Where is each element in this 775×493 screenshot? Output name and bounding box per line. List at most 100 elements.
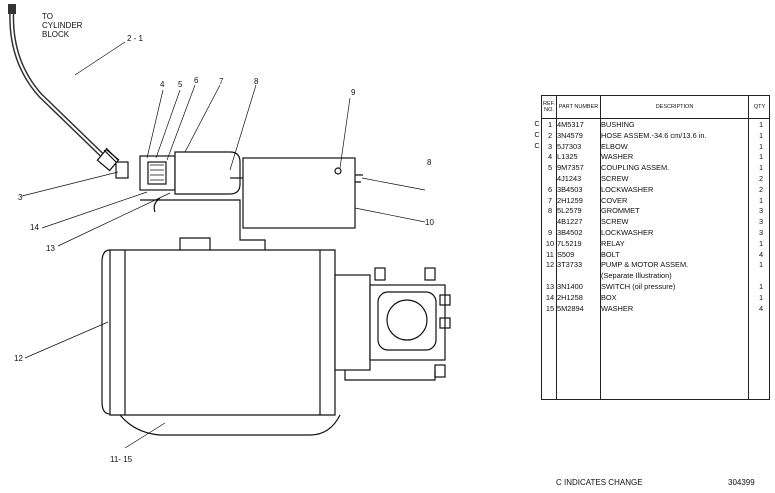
part-number: 4B1227: [557, 217, 583, 227]
description: PUMP & MOTOR ASSEM.: [601, 260, 689, 270]
part-number: 3B4503: [557, 184, 583, 194]
quantity: 1: [758, 195, 764, 205]
change-indicator: [533, 303, 541, 314]
quantity: 2: [758, 184, 764, 194]
motor: [101, 237, 341, 436]
change-indicator: C: [534, 129, 540, 139]
description: SCREW: [601, 217, 629, 227]
callout-6: 6: [194, 76, 199, 85]
ref-no: 13: [545, 282, 555, 291]
part-number: 3B4502: [557, 228, 583, 237]
change-indicator: [533, 281, 541, 292]
part-number: 5L2579: [557, 206, 582, 216]
callout-8-top: 8: [254, 77, 259, 86]
part-number: 2H1259: [557, 195, 583, 205]
quantity: 4: [758, 249, 764, 259]
table-row: 4B1227 SCREW 3: [542, 217, 770, 228]
quantity: 1: [758, 282, 764, 291]
quantity: 1: [758, 130, 764, 140]
quantity: 1: [758, 260, 764, 270]
description: BOX: [601, 292, 617, 302]
table-row: (Separate Illustration): [542, 271, 770, 282]
change-indicator: [533, 162, 541, 173]
hose-fitting: [96, 147, 120, 172]
change-indicator: [533, 259, 541, 270]
elbow: [115, 161, 129, 179]
callout-9: 9: [351, 88, 356, 97]
part-number: 3N1400: [557, 282, 583, 291]
column-divider: [600, 96, 601, 399]
callout-8-right: 8: [427, 158, 432, 167]
quantity: 1: [758, 292, 764, 302]
description: RELAY: [601, 238, 625, 248]
callout-3: 3: [18, 193, 23, 202]
quantity: 1: [758, 141, 764, 151]
change-indicator: [533, 238, 541, 249]
description: ELBOW: [601, 141, 628, 151]
header-ref-no: REF. NO.: [542, 96, 556, 119]
change-note: C INDICATES CHANGE: [556, 478, 643, 487]
relay-box: [242, 157, 356, 229]
ref-no: 4: [547, 152, 553, 162]
cover: [174, 151, 241, 195]
header-description: DESCRIPTION: [601, 96, 748, 119]
part-number: 4M5317: [557, 120, 584, 129]
quantity: 3: [758, 217, 764, 227]
part-number: 4J1243: [557, 174, 582, 183]
description: SCREW: [601, 174, 629, 183]
quantity: 4: [758, 303, 764, 313]
ref-no: 6: [547, 184, 553, 194]
quantity: 1: [758, 238, 764, 248]
quantity: 2: [758, 174, 764, 183]
callout-5: 5: [178, 80, 183, 89]
callout-13: 13: [46, 244, 55, 253]
to-cylinder-block-label: TO CYLINDER BLOCK: [42, 12, 83, 39]
quantity: 3: [758, 206, 764, 216]
diagram-drawing: [8, 4, 451, 449]
ref-no: 11: [546, 249, 554, 259]
quantity: 1: [758, 163, 764, 173]
description: BUSHING: [601, 120, 635, 129]
ref-no: 14: [545, 292, 555, 302]
change-indicator: [533, 205, 541, 216]
callout-10: 10: [425, 218, 434, 227]
part-number: 2H1258: [557, 292, 583, 302]
ref-no: 8: [547, 206, 553, 216]
ref-no: 7: [547, 195, 553, 205]
change-indicator: [533, 184, 541, 195]
table-row: 6 3B4503 LOCKWASHER 2: [542, 185, 770, 196]
column-divider: [748, 96, 749, 399]
quantity: 1: [758, 152, 764, 162]
part-number: 3N4579: [557, 130, 583, 140]
change-indicator: [533, 227, 541, 238]
change-indicator: C: [534, 140, 540, 150]
change-indicator: [533, 173, 541, 184]
callout-7: 7: [219, 77, 224, 86]
description: WASHER: [601, 152, 634, 162]
header-qty: QTY: [749, 96, 770, 119]
part-number: 7L5219: [557, 238, 582, 248]
ref-no: 9: [547, 228, 553, 237]
ref-no: 10: [545, 238, 555, 248]
quantity: 3: [758, 228, 764, 237]
description: HOSE ASSEM.-34.6 cm/13.6 in.: [601, 130, 707, 140]
callout-4: 4: [160, 80, 165, 89]
change-indicator: [533, 292, 541, 303]
description: COUPLING ASSEM.: [601, 163, 670, 173]
description: LOCKWASHER: [601, 184, 654, 194]
table-row: 4J1243 SCREW 2: [542, 174, 770, 185]
callout-14: 14: [30, 223, 39, 232]
ref-no: 12: [545, 260, 555, 270]
